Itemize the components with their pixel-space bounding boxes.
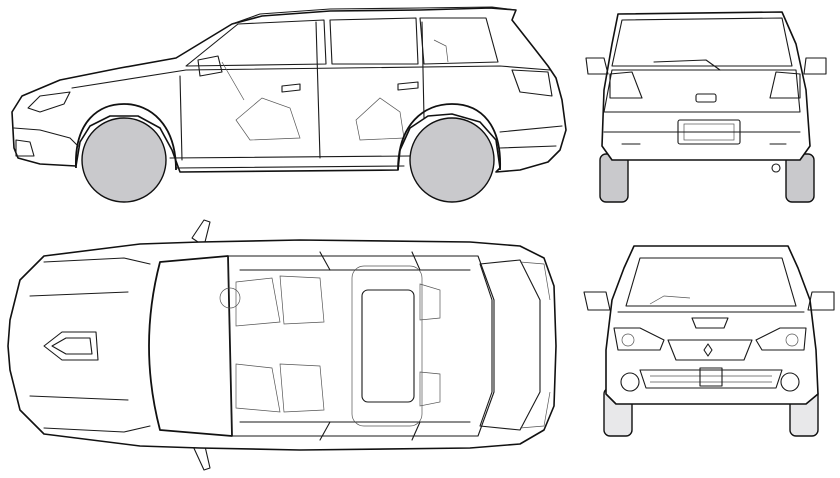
front-view <box>583 245 835 437</box>
rear-view <box>585 11 827 203</box>
top-view <box>7 219 557 471</box>
side-view <box>11 6 567 203</box>
